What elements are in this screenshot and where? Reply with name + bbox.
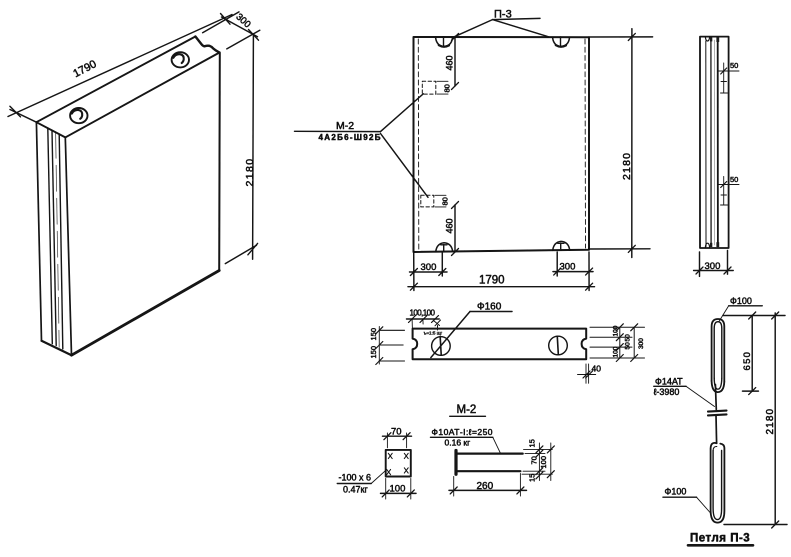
svg-text:460: 460 <box>445 55 455 70</box>
svg-text:П-3: П-3 <box>494 9 512 21</box>
svg-text:50: 50 <box>625 342 632 350</box>
svg-text:2180: 2180 <box>765 408 776 435</box>
svg-text:-100 x 6: -100 x 6 <box>339 473 372 483</box>
svg-text:50: 50 <box>625 334 632 342</box>
svg-text:Ф100: Ф100 <box>665 487 687 497</box>
svg-text:ℓ-3980: ℓ-3980 <box>654 387 680 397</box>
svg-text:260: 260 <box>477 481 494 492</box>
svg-text:М-2: М-2 <box>336 120 354 132</box>
svg-text:300: 300 <box>705 261 721 272</box>
svg-text:100: 100 <box>613 346 620 357</box>
svg-text:Ф10АТ-I:ℓ=250: Ф10АТ-I:ℓ=250 <box>432 427 493 437</box>
svg-text:70: 70 <box>391 427 402 438</box>
svg-text:2180: 2180 <box>621 152 633 180</box>
svg-text:15: 15 <box>528 474 537 482</box>
svg-text:40: 40 <box>592 364 602 374</box>
svg-text:650: 650 <box>742 351 753 371</box>
svg-text:70: 70 <box>530 456 539 464</box>
svg-text:1790: 1790 <box>479 275 505 287</box>
svg-text:300: 300 <box>233 12 252 31</box>
svg-text:4А2Б6-Ш92Б: 4А2Б6-Ш92Б <box>319 133 381 142</box>
svg-text:80: 80 <box>443 84 452 92</box>
svg-text:100: 100 <box>390 484 406 495</box>
svg-text:460: 460 <box>445 218 455 233</box>
svg-text:0.47кг: 0.47кг <box>343 485 368 495</box>
svg-text:100: 100 <box>613 325 620 336</box>
svg-text:Ф160: Ф160 <box>477 302 502 313</box>
svg-text:300: 300 <box>560 262 576 273</box>
svg-text:100: 100 <box>539 456 548 469</box>
svg-text:Ф100: Ф100 <box>730 296 752 306</box>
svg-text:80: 80 <box>441 197 450 205</box>
svg-text:0.16 кг: 0.16 кг <box>445 438 471 448</box>
svg-text:ъ=1:5 щг: ъ=1:5 щг <box>424 331 443 336</box>
svg-text:15: 15 <box>528 439 537 447</box>
svg-text:150: 150 <box>369 346 378 359</box>
svg-text:Ф14АТ: Ф14АТ <box>655 377 683 387</box>
svg-text:100,100: 100,100 <box>410 309 436 318</box>
svg-text:Петля П-3: Петля П-3 <box>690 533 750 545</box>
svg-text:50: 50 <box>730 61 738 70</box>
svg-text:300: 300 <box>638 338 645 349</box>
svg-text:М-2: М-2 <box>457 404 477 416</box>
svg-text:50: 50 <box>730 175 738 184</box>
svg-text:2180: 2180 <box>244 158 256 187</box>
svg-text:150: 150 <box>369 328 378 341</box>
svg-text:300: 300 <box>421 262 437 273</box>
